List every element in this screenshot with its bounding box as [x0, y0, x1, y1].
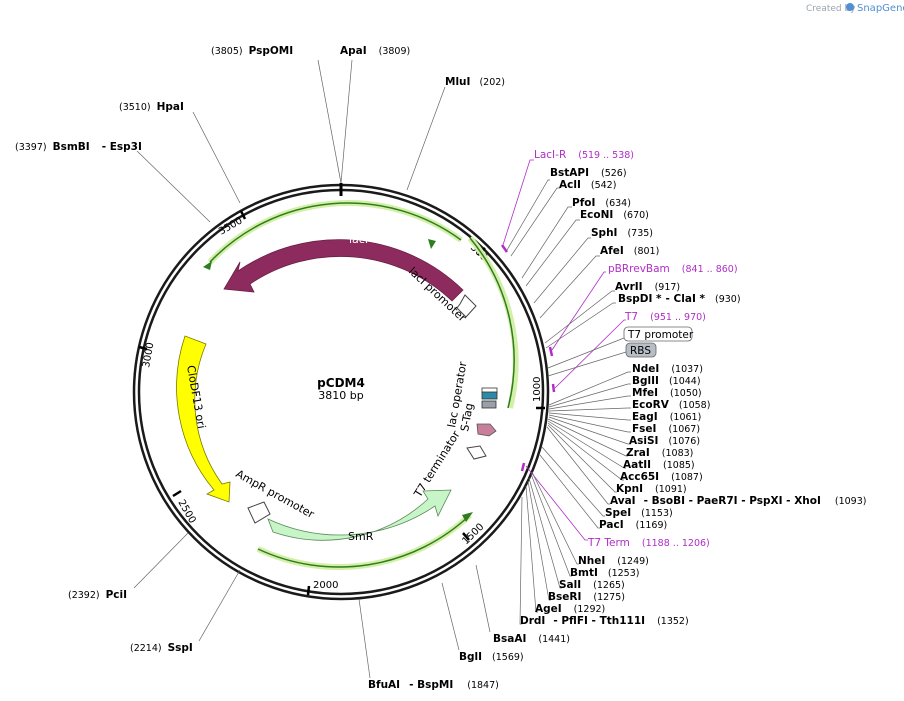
- site-label-agei[interactable]: AgeI(1292): [535, 603, 605, 615]
- site-label-bglii[interactable]: BglII(1044): [632, 375, 701, 387]
- arc-glow-top: [467, 236, 519, 409]
- site-label-kpni[interactable]: KpnI(1091): [616, 483, 687, 495]
- site-label-sali[interactable]: SalI(1265): [559, 579, 625, 591]
- arc-arrow-head-lower: [462, 512, 473, 522]
- t7-promoter-box-label[interactable]: T7 promoter: [627, 329, 694, 341]
- rbs-feature[interactable]: [481, 391, 498, 400]
- site-label-bsmbi[interactable]: (3397)BsmBI- Esp3I: [15, 141, 142, 153]
- site-label-bfuai[interactable]: BfuAI- BspMI(1847): [368, 679, 499, 691]
- primer-label-laci-r[interactable]: LacI-R(519 .. 538): [534, 149, 634, 161]
- primer-label-pbrrevbam[interactable]: pBRrevBam(841 .. 860): [608, 263, 738, 275]
- site-label-aatii[interactable]: AatII(1085): [623, 459, 695, 471]
- arc-arrow-head-upper: [203, 261, 212, 270]
- site-label-acli[interactable]: AclI(542): [559, 179, 616, 191]
- t7-terminator-label: T7 terminator: [411, 428, 463, 500]
- smr-feature[interactable]: [267, 489, 452, 541]
- laci-label: lacI: [349, 233, 368, 246]
- primer-label-t7-term[interactable]: T7 Term(1188 .. 1206): [587, 537, 710, 549]
- site-label-bstapi[interactable]: BstAPI(526): [550, 167, 627, 179]
- t7-terminator-feature[interactable]: [466, 445, 487, 460]
- arc-arrow-head-right: [428, 239, 436, 249]
- ampr-promoter-label: AmpR promoter: [234, 467, 317, 521]
- green-arc-lower: [257, 514, 471, 568]
- clodf13-ori-feature[interactable]: [176, 335, 231, 503]
- watermark-brand: SnapGene: [857, 3, 904, 14]
- site-label-econi[interactable]: EcoNI(670): [580, 209, 649, 221]
- site-label-asisi[interactable]: AsiSI(1076): [629, 435, 700, 447]
- site-label-pfoi[interactable]: PfoI(634): [572, 197, 631, 209]
- site-label-avrii[interactable]: AvrII(917): [615, 281, 680, 293]
- site-label-pcii[interactable]: (2392)PciI: [68, 589, 127, 601]
- plasmid-size: 3810 bp: [318, 389, 363, 402]
- watermark-prefix: Created by: [806, 4, 856, 14]
- tick-label-2000: 2000: [313, 580, 338, 591]
- site-label-nhei[interactable]: NheI(1249): [578, 555, 649, 567]
- plasmid-name: pCDM4: [317, 376, 365, 390]
- s-tag-feature[interactable]: [476, 423, 497, 437]
- site-label-mfei[interactable]: MfeI(1050): [632, 387, 702, 399]
- site-label-spei[interactable]: SpeI(1153): [605, 507, 673, 519]
- green-arc-right: [469, 237, 515, 409]
- leader-lines-left: [133, 59, 491, 679]
- site-label-zrai[interactable]: ZraI(1083): [626, 447, 693, 459]
- primer-label-t7[interactable]: T7(951 .. 970): [624, 311, 706, 323]
- tick-label-1000: 1000: [532, 377, 543, 402]
- site-label-drdi[interactable]: DrdI- PflFI - Tth111I(1352): [520, 615, 689, 627]
- site-label-ndei[interactable]: NdeI(1037): [632, 363, 703, 375]
- t7-promoter-feature[interactable]: [481, 400, 497, 409]
- site-label-hpai[interactable]: (3510)HpaI: [119, 101, 184, 113]
- site-label-paci[interactable]: PacI(1169): [599, 519, 667, 531]
- site-label-apai[interactable]: ApaI(3809): [340, 45, 410, 57]
- tick-label-3000: 3000: [141, 342, 156, 369]
- laci-promoter-feature[interactable]: [456, 294, 477, 318]
- site-label-eagi[interactable]: EagI(1061): [632, 411, 701, 423]
- site-label-bsaai[interactable]: BsaAI(1441): [493, 633, 570, 645]
- laci-feature[interactable]: [223, 239, 464, 302]
- site-label-ecorv[interactable]: EcoRV(1058): [632, 399, 710, 411]
- site-label-sspi[interactable]: (2214)SspI: [130, 642, 193, 654]
- site-label-afei[interactable]: AfeI(801): [600, 245, 659, 257]
- snapgene-logo-icon: [846, 3, 854, 11]
- rbs-box-label[interactable]: RBS: [630, 345, 651, 357]
- site-label-bmti[interactable]: BmtI(1253): [570, 567, 639, 579]
- site-label-fsei[interactable]: FseI(1067): [632, 423, 700, 435]
- s-tag-label: S-Tag: [458, 402, 476, 432]
- green-arc-upper: [209, 202, 462, 263]
- site-label-bspdi[interactable]: BspDI *- ClaI *(930): [618, 293, 741, 305]
- rbs-box: [625, 342, 657, 358]
- smr-label: SmR: [348, 530, 374, 543]
- site-label-sphi[interactable]: SphI(735): [591, 227, 653, 239]
- ampr-promoter-feature[interactable]: [247, 501, 271, 524]
- site-label-avai[interactable]: AvaI- BsoBI - PaeR7I - PspXI - XhoI(1093…: [610, 495, 866, 507]
- site-label-mlui[interactable]: MluI(202): [445, 76, 505, 88]
- site-label-pspomi[interactable]: (3805)PspOMI: [211, 45, 293, 57]
- site-label-acc65i[interactable]: Acc65I(1087): [620, 471, 703, 483]
- site-label-bgli[interactable]: BglI(1569): [459, 651, 524, 663]
- t7-promoter-box: [623, 326, 693, 342]
- site-label-bseri[interactable]: BseRI(1275): [548, 591, 625, 603]
